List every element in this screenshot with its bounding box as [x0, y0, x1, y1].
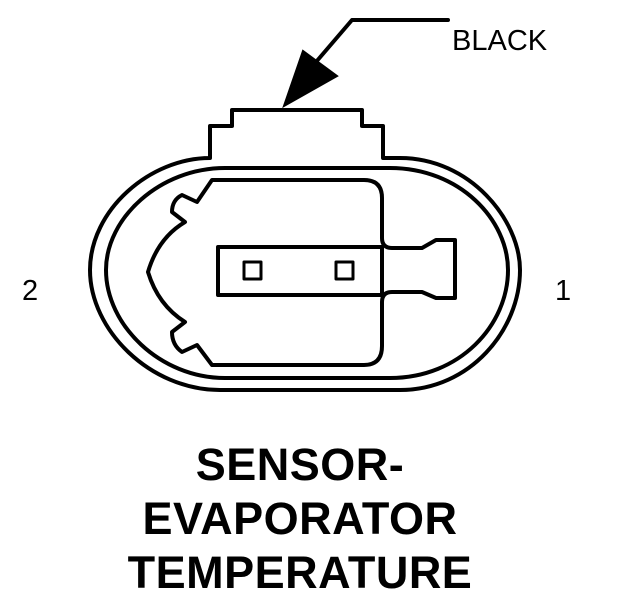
pin-1-label: 1	[555, 275, 572, 307]
leader-arrowhead	[282, 49, 339, 109]
title-line-3: TEMPERATURE	[127, 547, 473, 598]
connector-shell	[88, 108, 522, 392]
connector-inner-shell	[104, 166, 510, 380]
component-title: SENSOR- EVAPORATOR TEMPERATURE	[0, 438, 600, 600]
pin-1-terminal	[334, 260, 355, 281]
wire-color-label: BLACK	[452, 25, 548, 57]
pin-2-label: 2	[22, 275, 39, 307]
pin-2-terminal	[242, 260, 263, 281]
title-line-2: EVAPORATOR	[142, 493, 458, 544]
leader-line	[314, 18, 450, 64]
terminal-blade	[216, 245, 384, 297]
title-line-1: SENSOR-	[195, 439, 405, 490]
terminal-cavity	[146, 178, 457, 367]
